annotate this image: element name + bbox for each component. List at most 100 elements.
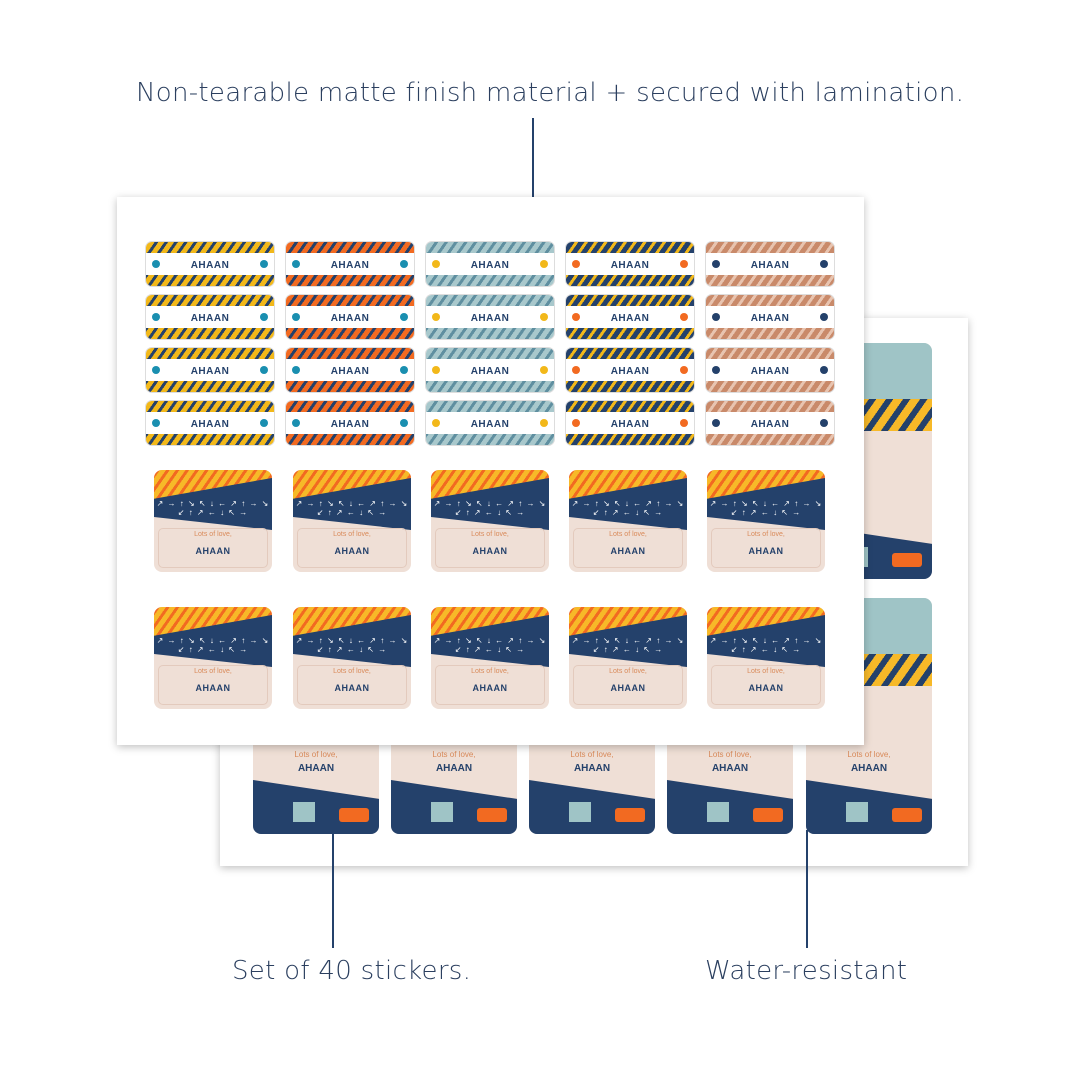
bolt-icon — [572, 419, 580, 427]
bolt-icon — [712, 260, 720, 268]
bolt-icon — [152, 313, 160, 321]
bolt-icon — [292, 260, 300, 268]
name-label: AHAAN — [705, 347, 835, 393]
sticker-message: Lots of love, — [333, 668, 371, 675]
name-label: AHAAN — [425, 400, 555, 446]
callout-line-count — [332, 820, 334, 948]
callout-water-resistant: Water-resistant — [705, 956, 908, 986]
arrow-pattern: ↗ → ↑ ↘ ↖ ↓ ← ↗ ↑ → ↘ ↙ ↑ ↗ ← ↓ ↖ → — [295, 636, 409, 654]
sticker-name: AHAAN — [472, 546, 508, 556]
bolt-icon — [400, 260, 408, 268]
label-name: AHAAN — [470, 366, 510, 377]
construction-scene — [391, 780, 517, 834]
label-stripe-top — [286, 295, 414, 306]
label-stripe-bottom — [566, 381, 694, 392]
bolt-icon — [820, 313, 828, 321]
crate-icon — [293, 802, 315, 822]
label-stripe-bottom — [146, 275, 274, 286]
bolt-icon — [292, 419, 300, 427]
label-name: AHAAN — [470, 313, 510, 324]
label-name: AHAAN — [750, 419, 790, 430]
label-stripe-top — [426, 295, 554, 306]
sticker-message: Lots of love, — [194, 668, 232, 675]
label-stripe-top — [566, 401, 694, 412]
label-name: AHAAN — [330, 366, 370, 377]
square-sticker: ↗ → ↑ ↘ ↖ ↓ ← ↗ ↑ → ↘ ↙ ↑ ↗ ← ↓ ↖ →Lots … — [431, 607, 549, 709]
crate-icon — [569, 802, 591, 822]
label-name: AHAAN — [330, 260, 370, 271]
label-stripe-bottom — [146, 381, 274, 392]
bolt-icon — [680, 313, 688, 321]
arrow-pattern: ↗ → ↑ ↘ ↖ ↓ ← ↗ ↑ → ↘ ↙ ↑ ↗ ← ↓ ↖ → — [156, 636, 270, 654]
name-label: AHAAN — [705, 241, 835, 287]
square-sticker: ↗ → ↑ ↘ ↖ ↓ ← ↗ ↑ → ↘ ↙ ↑ ↗ ← ↓ ↖ →Lots … — [707, 607, 825, 709]
bolt-icon — [400, 419, 408, 427]
label-stripe-top — [566, 242, 694, 253]
square-sticker: ↗ → ↑ ↘ ↖ ↓ ← ↗ ↑ → ↘ ↙ ↑ ↗ ← ↓ ↖ → Lots … — [293, 607, 411, 709]
label-name: AHAAN — [190, 260, 230, 271]
bolt-icon — [540, 260, 548, 268]
label-name: AHAAN — [750, 366, 790, 377]
bolt-icon — [572, 260, 580, 268]
sticker-message: Lots of love, — [708, 750, 752, 759]
bolt-icon — [540, 313, 548, 321]
sticker-name: AHAAN — [610, 683, 646, 693]
label-stripe-bottom — [426, 381, 554, 392]
sticker-name: AHAAN — [195, 546, 231, 556]
excavator-icon — [477, 808, 507, 822]
construction-scene — [806, 780, 932, 834]
name-label: AHAAN — [285, 400, 415, 446]
bolt-icon — [152, 260, 160, 268]
bolt-icon — [292, 366, 300, 374]
excavator-icon — [339, 808, 369, 822]
sticker-border — [297, 665, 407, 705]
sticker-name: AHAAN — [334, 546, 370, 556]
sticker-message: Lots of love, — [294, 750, 338, 759]
label-name: AHAAN — [750, 260, 790, 271]
sticker-message: Lots of love, — [194, 531, 232, 538]
bolt-icon — [152, 419, 160, 427]
label-stripe-top — [566, 295, 694, 306]
label-stripe-top — [706, 242, 834, 253]
label-stripe-top — [146, 401, 274, 412]
label-stripe-bottom — [146, 328, 274, 339]
bolt-icon — [540, 366, 548, 374]
name-label: AHAAN — [705, 400, 835, 446]
name-label: AHAAN — [145, 400, 275, 446]
bolt-icon — [432, 260, 440, 268]
label-stripe-top — [286, 348, 414, 359]
label-name: AHAAN — [330, 419, 370, 430]
bolt-icon — [572, 366, 580, 374]
label-stripe-bottom — [286, 328, 414, 339]
label-stripe-top — [426, 242, 554, 253]
bolt-icon — [432, 419, 440, 427]
label-stripe-bottom — [426, 275, 554, 286]
bolt-icon — [152, 366, 160, 374]
sticker-message: Lots of love, — [471, 668, 509, 675]
label-stripe-top — [706, 295, 834, 306]
bolt-icon — [292, 313, 300, 321]
label-stripe-bottom — [706, 381, 834, 392]
bolt-icon — [712, 313, 720, 321]
name-label: AHAAN — [565, 241, 695, 287]
construction-scene — [667, 780, 793, 834]
construction-scene — [529, 780, 655, 834]
sticker-border — [711, 528, 821, 568]
square-sticker: ↗ → ↑ ↘ ↖ ↓ ← ↗ ↑ → ↘ ↙ ↑ ↗ ← ↓ ↖ →Lots … — [569, 470, 687, 572]
bolt-icon — [260, 260, 268, 268]
label-stripe-bottom — [426, 328, 554, 339]
square-sticker: ↗ → ↑ ↘ ↖ ↓ ← ↗ ↑ → ↘ ↙ ↑ ↗ ← ↓ ↖ →Lots … — [293, 470, 411, 572]
sticker-border — [158, 665, 268, 705]
name-label: AHAAN — [425, 347, 555, 393]
crate-icon — [846, 802, 868, 822]
label-stripe-bottom — [706, 434, 834, 445]
label-name: AHAAN — [610, 313, 650, 324]
square-sticker: ↗ → ↑ ↘ ↖ ↓ ← ↗ ↑ → ↘ ↙ ↑ ↗ ← ↓ ↖ →Lots … — [569, 607, 687, 709]
label-stripe-bottom — [286, 381, 414, 392]
label-stripe-bottom — [146, 434, 274, 445]
label-stripe-top — [566, 348, 694, 359]
bolt-icon — [680, 366, 688, 374]
sticker-border — [297, 528, 407, 568]
name-label: AHAAN — [705, 294, 835, 340]
